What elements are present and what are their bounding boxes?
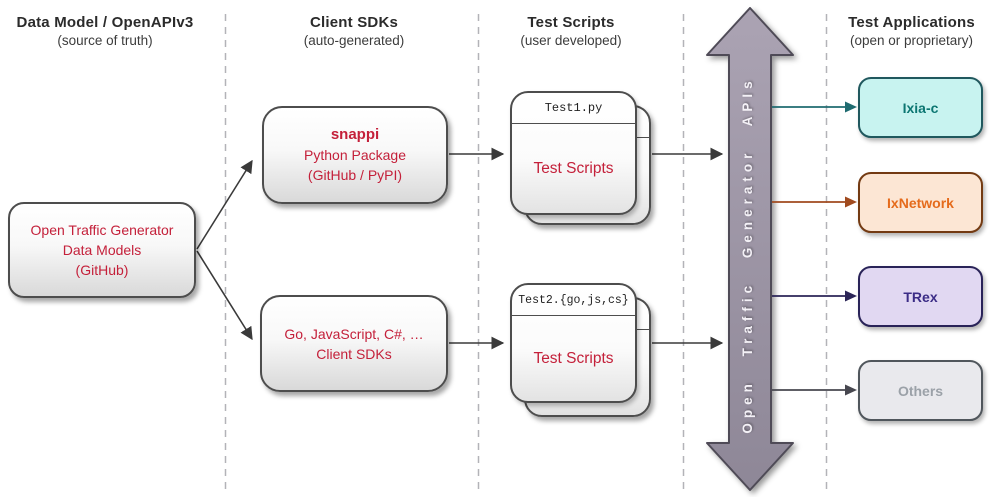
- arrowhead-trex: [845, 290, 857, 302]
- column-header-test-scripts: Test Scripts (user developed): [471, 14, 671, 48]
- app-box-trex: TRex: [858, 266, 983, 327]
- app-label: Ixia-c: [902, 99, 939, 116]
- app-label: Others: [897, 382, 944, 399]
- node-text-line: Client SDKs: [316, 345, 392, 362]
- node-text-line: Go, JavaScript, C#, …: [284, 325, 424, 342]
- column-subtitle: (auto-generated): [303, 33, 405, 48]
- column-subtitle: (open or proprietary): [849, 33, 974, 48]
- node-snappi-python-package: snappi Python Package (GitHub / PyPI): [262, 106, 448, 204]
- node-open-traffic-generator-data-models: Open Traffic Generator Data Models (GitH…: [8, 202, 196, 298]
- test-stack2-card: Test2.{go,js,cs} Test Scripts: [510, 283, 637, 403]
- column-header-client-sdks: Client SDKs (auto-generated): [254, 14, 454, 48]
- test1-body-label: Test Scripts: [533, 159, 614, 177]
- node-text-line: Open Traffic Generator: [30, 222, 174, 238]
- node-text-line: Data Models: [62, 242, 142, 258]
- test2-body-label: Test Scripts: [533, 349, 614, 367]
- app-label: TRex: [903, 288, 938, 305]
- node-other-client-sdks: Go, JavaScript, C#, … Client SDKs: [260, 295, 448, 392]
- app-label: IxNetwork: [887, 194, 954, 211]
- node-text-line: (GitHub / PyPI): [307, 167, 403, 183]
- test2-filename: Test2.{go,js,cs}: [512, 285, 635, 316]
- column-header-data-model: Data Model / OpenAPIv3 (source of truth): [0, 14, 210, 48]
- column-title: Test Applications: [848, 14, 975, 31]
- column-separator-lines: [224, 14, 828, 492]
- connector-datamodel-to-snappi: [196, 159, 253, 250]
- test1-filename: Test1.py: [512, 93, 635, 124]
- app-box-ixia-c: Ixia-c: [858, 77, 983, 138]
- flow-connectors: [196, 147, 724, 350]
- connector-datamodel-to-othersdk: [196, 250, 253, 341]
- arrowhead-ixnetwork: [845, 196, 857, 208]
- column-subtitle: (source of truth): [57, 33, 153, 48]
- arrowhead-others: [845, 384, 857, 396]
- node-text-line: (GitHub): [75, 262, 129, 278]
- app-box-others: Others: [858, 360, 983, 421]
- api-arrow-label: Open Traffic Generator APIs: [740, 76, 755, 434]
- api-to-app-connectors: [772, 101, 857, 396]
- column-subtitle: (user developed): [520, 33, 622, 48]
- node-text-line: Python Package: [304, 147, 406, 163]
- column-title: Test Scripts: [527, 14, 615, 31]
- column-header-test-applications: Test Applications (open or proprietary): [828, 14, 995, 48]
- snappi-title: snappi: [330, 126, 380, 143]
- test-stack1-card: Test1.py Test Scripts: [510, 91, 637, 215]
- arrowhead-ixiac: [845, 101, 857, 113]
- column-title: Client SDKs: [309, 14, 399, 31]
- open-traffic-generator-api-arrow: [706, 7, 794, 491]
- app-box-ixnetwork: IxNetwork: [858, 172, 983, 233]
- column-title: Data Model / OpenAPIv3: [16, 14, 194, 31]
